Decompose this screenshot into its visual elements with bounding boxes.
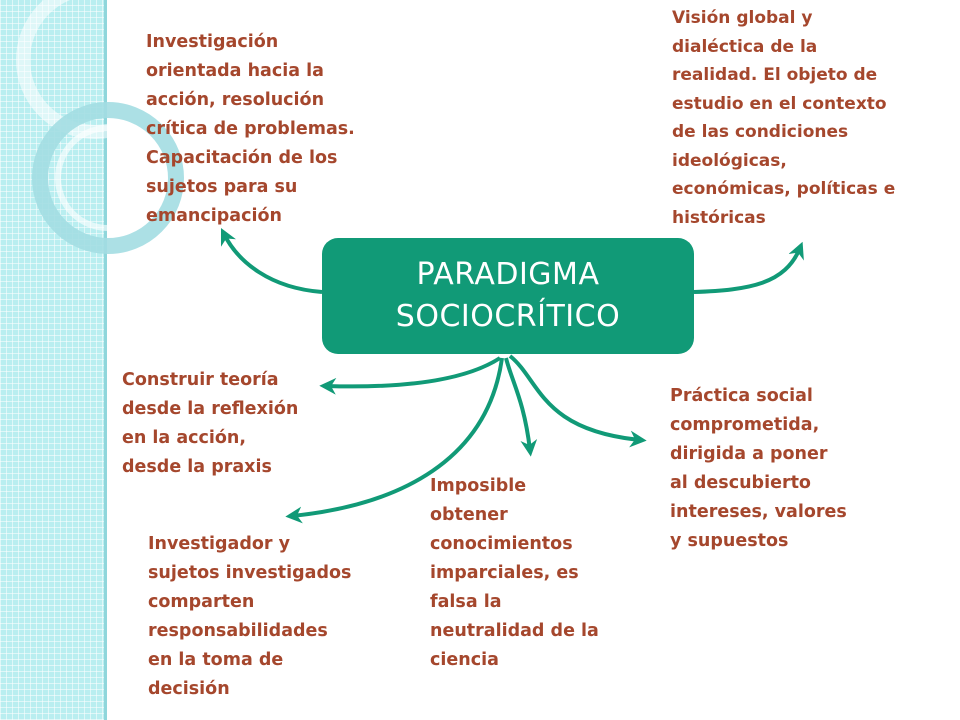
node-line: decisión [148, 679, 230, 699]
node-line: de las condiciones [672, 122, 849, 142]
node-line: históricas [672, 207, 766, 228]
node-line: en la acción, [122, 428, 247, 448]
node-global-vision: Visión global y dialéctica de la realida… [672, 4, 895, 232]
arrow-to-bottom-left [285, 357, 504, 524]
node-line: conocimientos [430, 534, 573, 554]
node-line: imparciales, es [430, 563, 579, 583]
arrow-to-bottom-right [508, 354, 647, 448]
node-line: responsabilidades [148, 621, 328, 641]
node-line: estudio en el contexto [672, 93, 887, 114]
node-action-research: Investigación orientada hacia la acción,… [146, 28, 355, 231]
decorative-ring-inner [55, 125, 161, 231]
node-line: Capacitación de los [146, 148, 338, 168]
node-line: Práctica social [670, 386, 813, 406]
node-line: sujetos para su [146, 177, 298, 197]
node-line: sujetos investigados [148, 563, 352, 583]
arrow-to-top-left [220, 227, 323, 294]
arrow-to-mid-left [319, 356, 502, 395]
node-line: ciencia [430, 650, 499, 670]
arrow-to-top-right [693, 241, 804, 294]
node-line: falsa la [430, 592, 502, 612]
node-line: desde la praxis [122, 457, 272, 477]
central-concept-box: PARADIGMA SOCIOCRÍTICO [322, 238, 694, 354]
node-line: realidad. El objeto de [672, 65, 878, 85]
node-no-neutrality: Imposible obtener conocimientos imparcia… [430, 472, 599, 675]
node-line: Construir teoría [122, 370, 279, 390]
node-line: en la toma de [148, 650, 284, 670]
node-line: comprometida, [670, 415, 820, 435]
arrow-to-bottom-center [504, 357, 538, 457]
node-line: emancipación [146, 206, 282, 226]
node-line: orientada hacia la [146, 61, 324, 81]
node-line: al descubierto [670, 473, 811, 493]
decorative-ring-middle [32, 102, 184, 254]
node-line: obtener [430, 505, 508, 525]
node-line: comparten [148, 592, 255, 612]
node-line: dirigida a poner [670, 444, 828, 464]
node-line: intereses, valores [670, 502, 847, 522]
node-line: neutralidad de la [430, 621, 599, 641]
central-concept-line-1: PARADIGMA [416, 257, 600, 292]
node-line: ideológicas, [672, 150, 787, 171]
node-line: Imposible [430, 476, 527, 496]
node-social-practice: Práctica social comprometida, dirigida a… [670, 382, 847, 556]
node-line: crítica de problemas. [146, 119, 355, 139]
node-line: y supuestos [670, 531, 789, 551]
node-build-theory: Construir teoría desde la reflexión en l… [122, 366, 298, 482]
node-shared-responsibility: Investigador y sujetos investigados comp… [148, 530, 351, 704]
node-line: Visión global y [672, 8, 813, 28]
node-line: Investigación [146, 32, 279, 52]
node-line: económicas, políticas e [672, 179, 896, 199]
node-line: Investigador y [148, 534, 291, 554]
node-line: acción, resolución [146, 90, 325, 110]
node-line: dialéctica de la [672, 36, 818, 57]
node-line: desde la reflexión [122, 399, 299, 419]
side-strip-edge [104, 0, 107, 720]
central-concept-line-2: SOCIOCRÍTICO [395, 299, 621, 334]
